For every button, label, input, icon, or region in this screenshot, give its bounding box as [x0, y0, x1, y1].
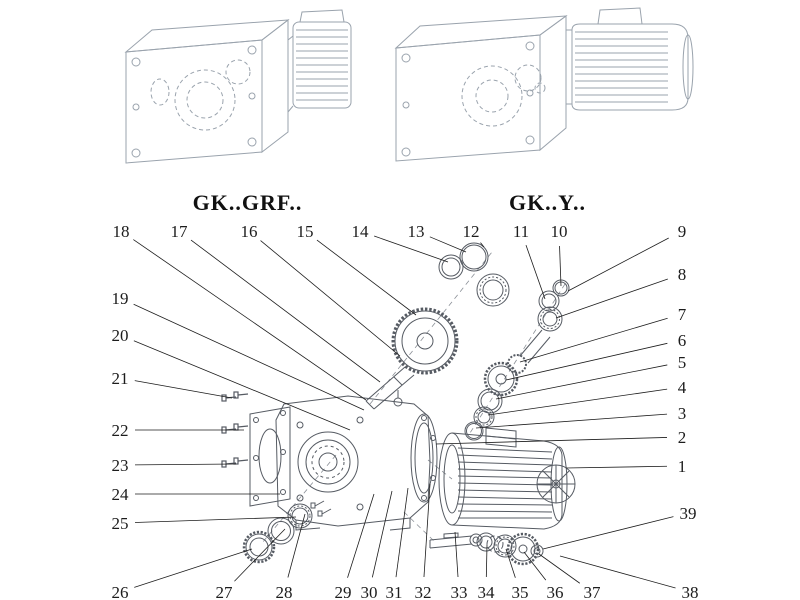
assembly-axis-lines [261, 251, 566, 544]
callout-28: 28 [276, 583, 293, 600]
callout-34: 34 [478, 583, 496, 600]
leader-line-3 [475, 413, 668, 429]
callout-20: 20 [112, 326, 129, 345]
callout-3: 3 [678, 404, 687, 423]
leader-line-2 [435, 437, 668, 445]
leader-line-5 [495, 364, 668, 400]
leader-line-8 [555, 278, 668, 319]
leader-line-36 [523, 551, 547, 581]
leader-line-23 [134, 463, 237, 466]
callout-11: 11 [513, 222, 529, 241]
callout-19: 19 [112, 289, 129, 308]
mounting-flange-plate [249, 406, 291, 507]
callout-35: 35 [512, 583, 529, 600]
callout-33: 33 [451, 583, 468, 600]
leader-line-27 [234, 528, 286, 582]
leader-line-11 [525, 245, 546, 300]
callout-12: 12 [463, 222, 480, 241]
leader-line-30 [371, 490, 393, 578]
callout-13: 13 [408, 222, 425, 241]
callout-25: 25 [112, 514, 129, 533]
callout-14: 14 [352, 222, 370, 241]
leader-line-25 [134, 516, 297, 523]
leader-line-14 [374, 235, 449, 263]
leader-line-7 [519, 317, 668, 363]
exploded-view [221, 242, 576, 566]
callout-10: 10 [551, 222, 568, 241]
series-title-y: GK..Y.. [508, 190, 587, 215]
leader-line-35 [505, 548, 516, 578]
callout-32: 32 [415, 583, 432, 600]
leader-line-13 [429, 236, 467, 253]
electric-motor [438, 427, 576, 530]
leader-line-4 [487, 388, 668, 416]
leader-line-39 [542, 516, 674, 550]
input-gear-stack [365, 242, 510, 410]
callout-30: 30 [361, 583, 378, 600]
callout-29: 29 [335, 583, 352, 600]
callout-15: 15 [297, 222, 314, 241]
callout-7: 7 [678, 305, 687, 324]
gearbox-grf-illustration [124, 9, 352, 164]
leader-line-19 [133, 303, 365, 411]
callout-26: 26 [112, 583, 129, 600]
callout-31: 31 [386, 583, 403, 600]
leader-line-32 [423, 483, 431, 578]
callout-17: 17 [171, 222, 189, 241]
callout-23: 23 [112, 456, 129, 475]
callout-39: 39 [680, 504, 697, 523]
series-title-grf: GK..GRF.. [192, 190, 303, 215]
leader-line-16 [260, 240, 401, 357]
lower-bearing-group [242, 500, 332, 564]
leader-line-33 [454, 531, 459, 578]
callout-21: 21 [112, 369, 129, 388]
callout-8: 8 [678, 265, 687, 284]
callout-18: 18 [113, 222, 130, 241]
leader-line-18 [133, 239, 367, 401]
leader-line-10 [559, 245, 562, 287]
leader-line-9 [567, 237, 669, 292]
leader-line-29 [347, 493, 375, 578]
leader-line-28 [287, 513, 306, 578]
leader-line-12 [480, 242, 485, 248]
callout-24: 24 [112, 485, 130, 504]
leader-line-34 [485, 544, 488, 578]
callout-9: 9 [678, 222, 687, 241]
callout-22: 22 [112, 421, 129, 440]
leader-line-6 [505, 342, 668, 381]
callout-37: 37 [584, 583, 602, 600]
leader-line-1 [565, 465, 668, 469]
callout-6: 6 [678, 331, 687, 350]
leader-lines [133, 235, 676, 589]
leader-line-26 [134, 548, 253, 588]
leader-line-15 [316, 239, 417, 316]
gear-housing [275, 390, 438, 531]
pinion-stack [464, 279, 570, 441]
leader-line-21 [134, 380, 233, 399]
callout-1: 1 [678, 457, 687, 476]
leader-line-17 [190, 239, 381, 383]
callout-38: 38 [682, 583, 699, 600]
hex-bolts [221, 391, 249, 468]
callout-16: 16 [241, 222, 258, 241]
leader-line-31 [395, 487, 409, 578]
leader-line-37 [538, 553, 581, 584]
callout-27: 27 [216, 583, 234, 600]
callout-5: 5 [678, 353, 687, 372]
output-shaft-assembly [429, 532, 544, 566]
callout-36: 36 [547, 583, 564, 600]
leader-line-38 [559, 555, 676, 589]
callout-2: 2 [678, 428, 687, 447]
leader-line-20 [133, 340, 351, 431]
gearmotor-y-illustration [394, 7, 694, 162]
callout-4: 4 [678, 378, 687, 397]
